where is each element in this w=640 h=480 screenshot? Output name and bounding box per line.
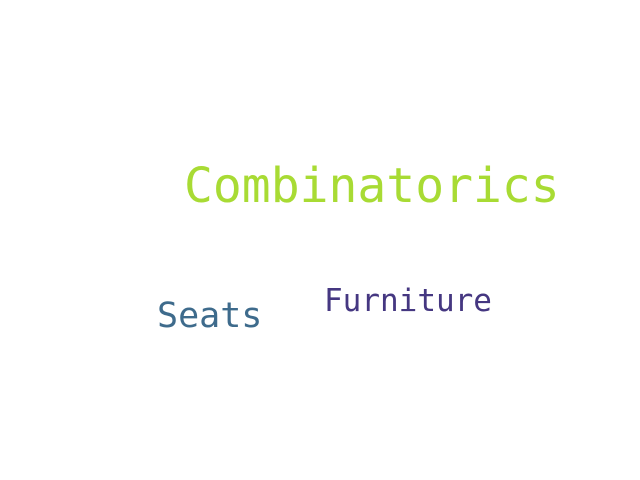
word-seats: Seats [157,296,263,336]
word-furniture: Furniture [324,283,492,319]
word-combinatorics: Combinatorics [184,158,560,214]
